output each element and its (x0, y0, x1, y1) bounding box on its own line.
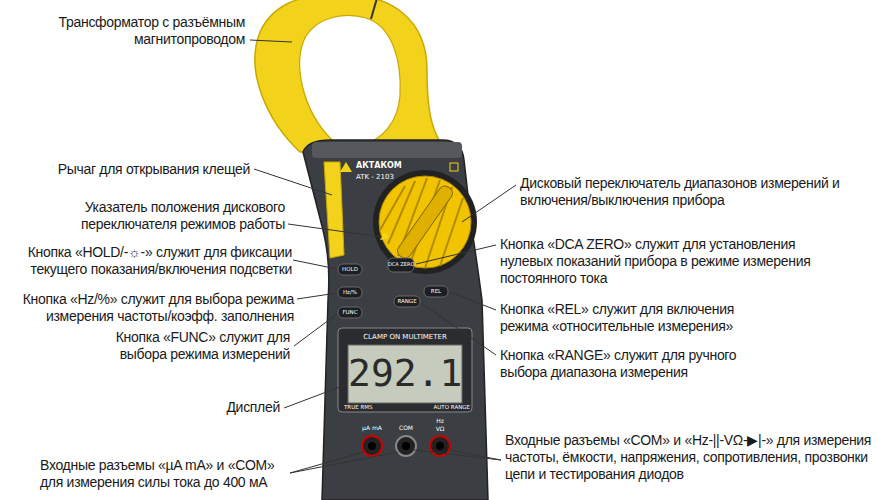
device-marking: АКТАКОМ (356, 162, 436, 170)
jaw-gap (371, 0, 377, 19)
device-marking: Hz (428, 418, 452, 424)
dial-knob (395, 184, 455, 261)
lever (324, 162, 344, 258)
callout-label: Входные разъемы «µA mA» и «COM» для изме… (40, 457, 288, 491)
lcd (348, 345, 462, 403)
jaw-opening (300, 15, 400, 145)
callout-label: Кнопка «RANGE» служит для ручного выбора… (500, 347, 760, 381)
dial-pointer (380, 232, 390, 240)
device-marking: µA mA (352, 425, 392, 431)
dial-ribs (380, 178, 463, 268)
callout-label: Кнопка «HOLD/-☼-» служит для фиксации те… (4, 244, 292, 278)
jaw-base (312, 142, 462, 158)
insulation-symbol (450, 163, 458, 171)
clamp-jaw (255, 0, 448, 152)
device-marking: REL (424, 289, 448, 295)
device-marking: TRUE RMS (344, 405, 394, 411)
device-marking: 292.1 (348, 354, 462, 392)
device-marking: Hz/% (338, 290, 362, 296)
device-marking: VΩ (428, 426, 452, 432)
warning-symbol (340, 162, 352, 172)
buttons (338, 258, 448, 318)
device-marking: CLAMP ON MULTIMETER (338, 334, 472, 341)
callout-label: Указатель положения дискового переключат… (10, 199, 285, 233)
device-marking: HOLD (338, 267, 362, 273)
callout-label: Дисплей (180, 399, 280, 416)
callout-label: Входные разъемы «COM» и «Hz-||-VΩ-▶|-» д… (505, 432, 873, 483)
device-marking: RANGE (394, 299, 420, 305)
callout-label: Кнопка «FUNC» служит для выбора режима и… (80, 329, 290, 363)
display-frame (338, 328, 472, 412)
meter-body (303, 140, 488, 500)
callout-label: Кнопка «Hz/%» служит для выбора режима и… (4, 291, 294, 325)
callout-label: Кнопка «DCA ZERO» служит для установлени… (500, 236, 850, 287)
callout-label: Кнопка «REL» служит для включения режима… (500, 301, 780, 335)
dial-ring (373, 170, 477, 274)
device-marking: AUTO RANGE (420, 405, 470, 411)
device-marking: DCA ZERO (388, 262, 414, 267)
device-marking: COM (391, 425, 421, 431)
device-marking: FUNC (338, 310, 362, 316)
callout-label: Трансформатор с разъёмным магнитопроводо… (30, 14, 245, 48)
callout-label: Дисковый переключатель диапазонов измере… (520, 175, 870, 209)
device-marking: ATK - 2103 (356, 174, 436, 181)
callout-label: Рычаг для открывания клещей (20, 161, 250, 178)
